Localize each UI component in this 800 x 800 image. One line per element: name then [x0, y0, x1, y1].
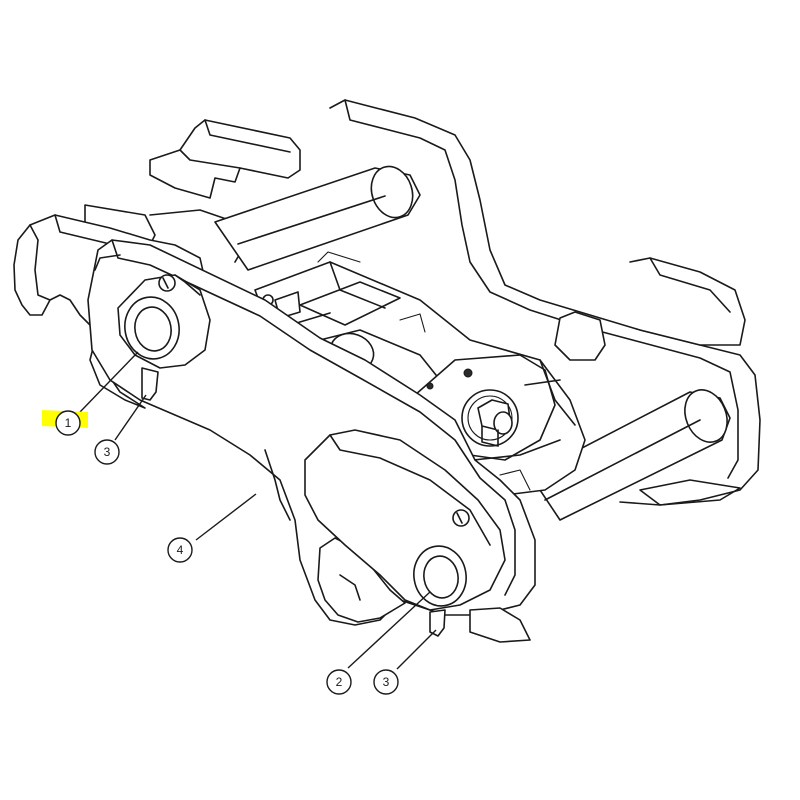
- callout-3-left-label: 3: [104, 445, 111, 459]
- callout-4-label: 4: [177, 543, 184, 557]
- callout-4: 4: [167, 537, 193, 563]
- leader-2: [347, 591, 431, 669]
- callout-3-right: 3: [373, 669, 399, 695]
- leader-4: [195, 493, 257, 541]
- leader-1: [79, 351, 139, 413]
- callout-3-left: 3: [94, 439, 120, 465]
- callout-2-label: 2: [336, 675, 343, 689]
- leader-3b: [396, 629, 437, 670]
- leader-3a: [114, 394, 147, 441]
- callout-2: 2: [326, 669, 352, 695]
- callout-3-right-label: 3: [383, 675, 390, 689]
- upper-cross-shaft: [214, 165, 421, 271]
- lower-cross-shaft: [529, 389, 731, 521]
- front-arm: [87, 239, 741, 643]
- callout-1: 1: [55, 410, 81, 436]
- leader-lines: [79, 351, 437, 670]
- callout-1-label: 1: [65, 416, 72, 430]
